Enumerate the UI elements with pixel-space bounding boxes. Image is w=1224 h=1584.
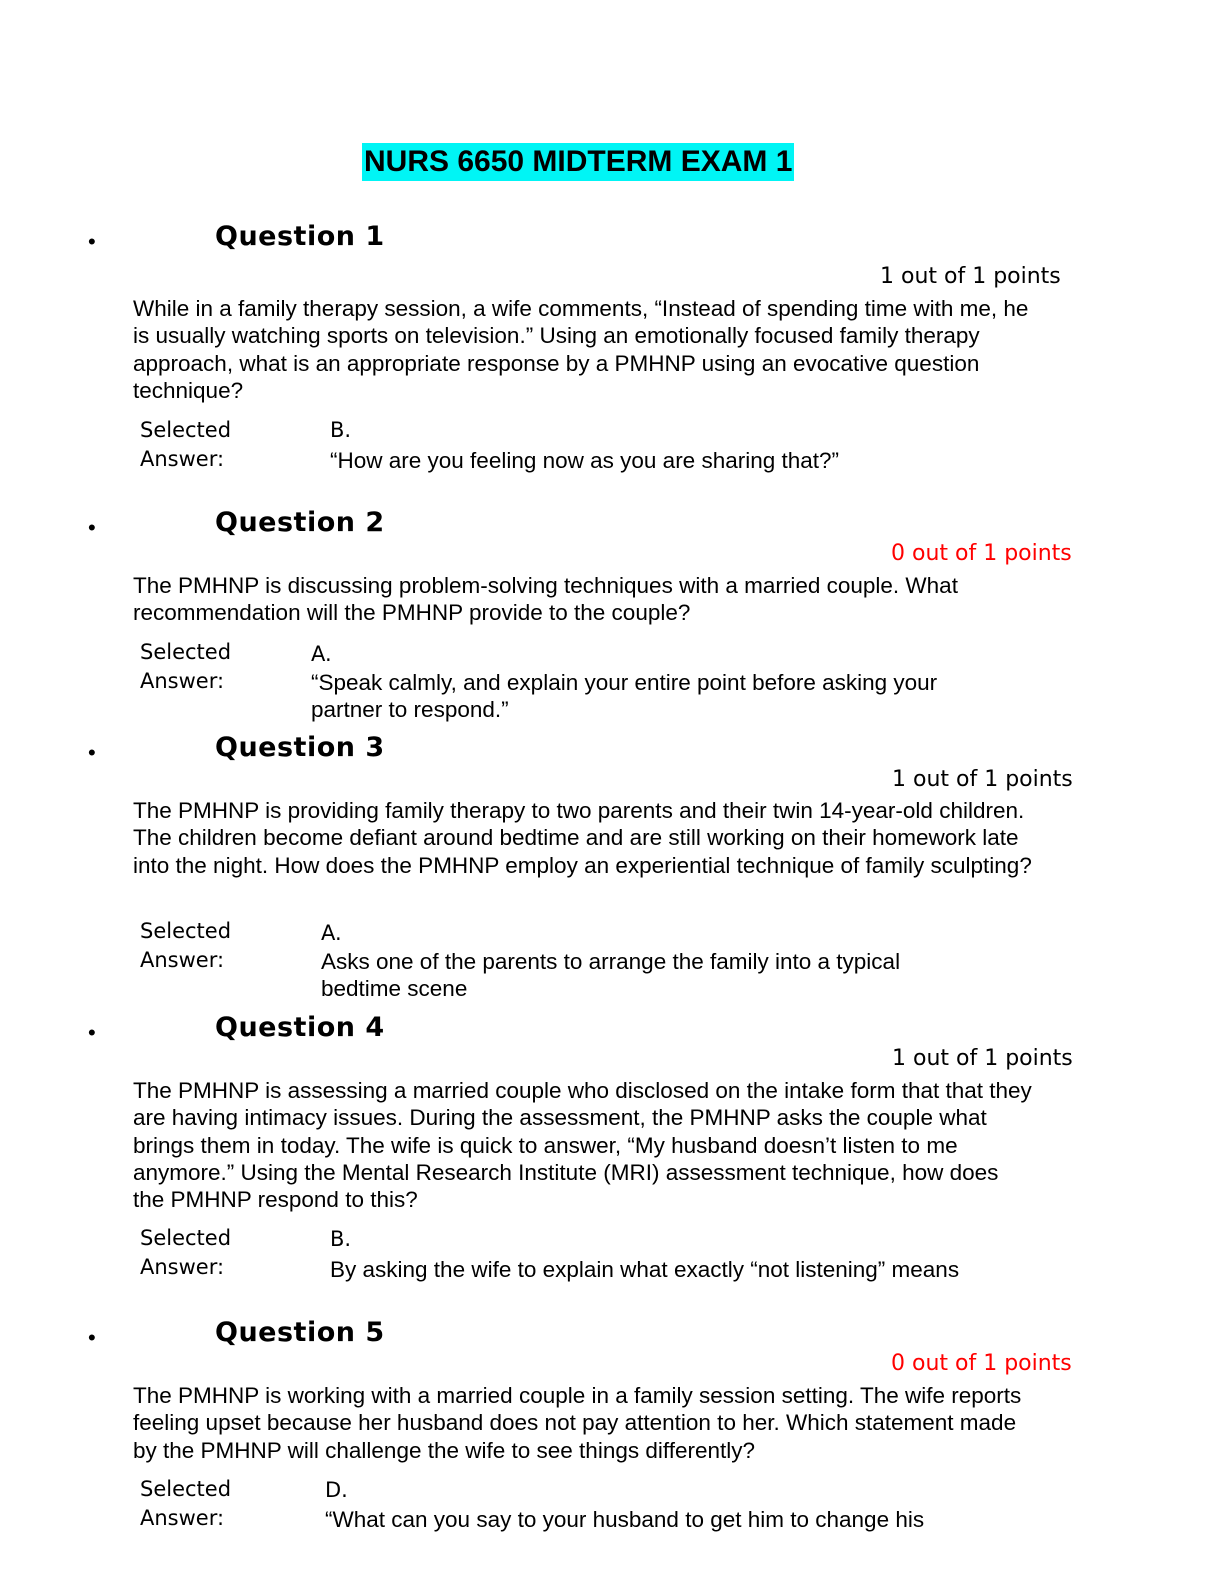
answer-letter: A. [311,642,332,666]
answer-text: “Speak calmly, and explain your entire p… [311,670,938,722]
question-text: The PMHNP is assessing a married couple … [133,1078,1032,1213]
bullet: • [88,229,96,254]
question-text: The PMHNP is providing family therapy to… [133,798,1032,878]
answer-letter: B. [330,1227,352,1251]
question-text: The PMHNP is discussing problem-solving … [133,573,958,626]
answer-text: “What can you say to your husband to get… [325,1507,925,1532]
question-label: Question 1 [215,221,385,252]
bullet: • [88,1020,96,1045]
bullet: • [88,740,96,765]
question-label: Question 2 [215,507,385,538]
points-score: 1 out of 1 points [892,767,1073,792]
question-label: Question 3 [215,732,385,763]
question-label: Question 4 [215,1012,385,1043]
answer-text: Asks one of the parents to arrange the f… [321,949,901,1001]
question-text: While in a family therapy session, a wif… [133,296,1029,403]
question-text: The PMHNP is working with a married coup… [133,1383,1022,1463]
answer-letter: D. [325,1478,348,1502]
bullet: • [88,1325,96,1350]
points-score: 0 out of 1 points [891,541,1072,566]
selected-answer-label: Selected Answer: [140,418,232,471]
answer-text: “How are you feeling now as you are shar… [330,448,840,473]
points-score: 1 out of 1 points [892,1046,1073,1071]
points-score: 0 out of 1 points [891,1351,1072,1376]
selected-answer-label: Selected Answer: [140,640,232,693]
selected-answer-label: Selected Answer: [140,919,232,972]
answer-letter: B. [330,418,352,442]
selected-answer-label: Selected Answer: [140,1477,232,1530]
answer-text: By asking the wife to explain what exact… [330,1257,960,1282]
question-label: Question 5 [215,1317,385,1348]
selected-answer-label: Selected Answer: [140,1226,232,1279]
bullet: • [88,515,96,540]
points-score: 1 out of 1 points [880,264,1061,289]
exam-title: NURS 6650 MIDTERM EXAM 1 [362,143,795,181]
answer-letter: A. [321,921,342,945]
